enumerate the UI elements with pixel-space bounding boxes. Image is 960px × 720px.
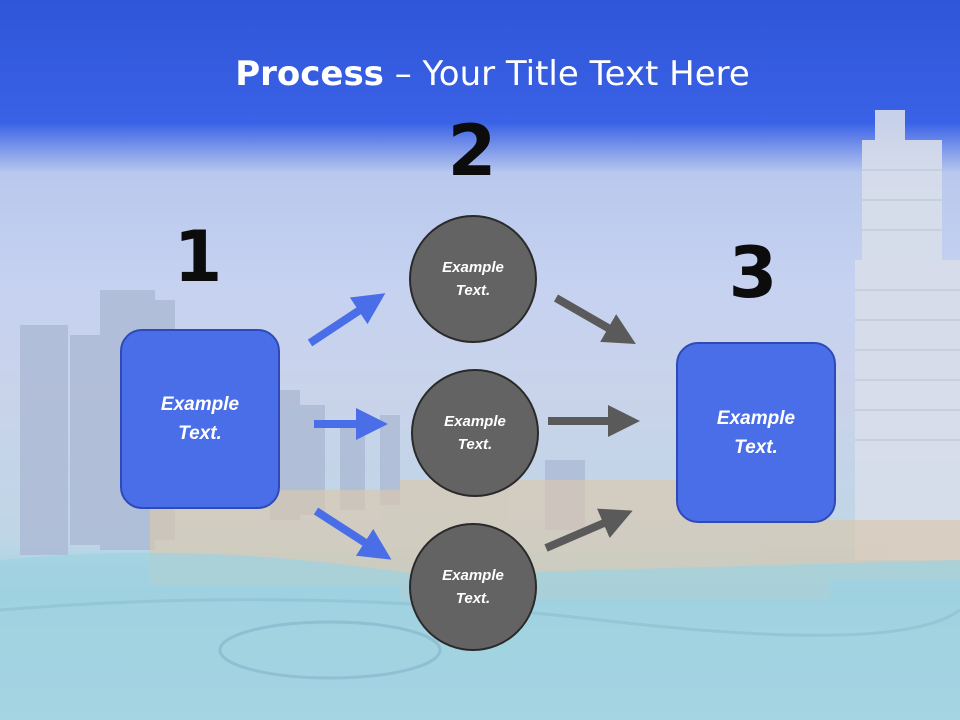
title-rest: – Your Title Text Here <box>383 54 750 94</box>
step-2-circle-middle: Example Text. <box>411 369 539 497</box>
step-2-circle-bottom: Example Text. <box>409 523 537 651</box>
step-2-circle-top: Example Text. <box>409 215 537 343</box>
circle-middle-text: Example Text. <box>444 413 506 453</box>
step-number-2: 2 <box>447 110 497 192</box>
gray-arrow-up <box>544 508 633 552</box>
slide-title: Process – Your Title Text Here <box>0 52 960 96</box>
step-3-box: Example Text. <box>676 342 836 523</box>
step-3-box-text: Example Text. <box>716 407 796 458</box>
circle-bottom-text: Example Text. <box>442 567 504 607</box>
step-1-box: Example Text. <box>120 329 280 509</box>
blue-arrow-down <box>313 507 392 560</box>
step-number-1: 1 <box>173 216 223 298</box>
step-1-box-text: Example Text. <box>160 394 240 444</box>
title-bold: Process <box>235 54 384 94</box>
blue-arrow-up <box>307 293 386 347</box>
gray-arrow-down <box>554 294 636 344</box>
circle-top-text: Example Text. <box>442 259 504 299</box>
step-number-3: 3 <box>728 232 778 314</box>
